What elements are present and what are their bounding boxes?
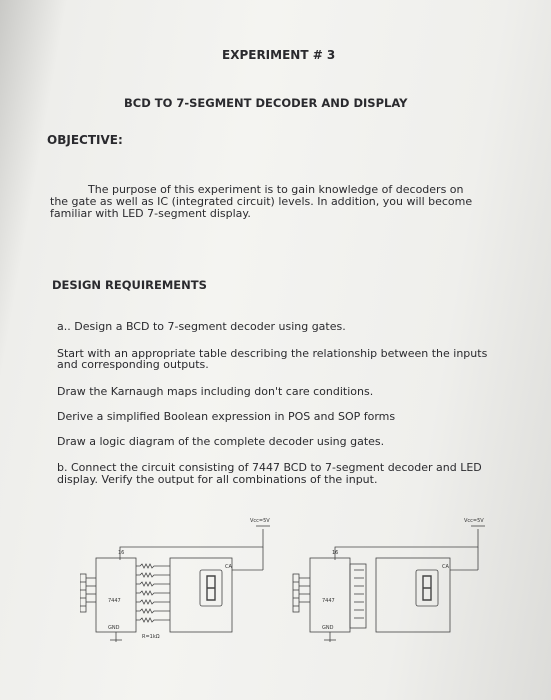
display-label-right: CA bbox=[442, 564, 449, 570]
requirement-line: Derive a simplified Boolean expression i… bbox=[57, 410, 396, 423]
requirement-line: display. Verify the output for all combi… bbox=[57, 473, 378, 486]
vcc-label-left: Vcc=5V bbox=[250, 518, 270, 524]
vcc-label-right: Vcc=5V bbox=[464, 518, 484, 524]
gnd-label-left: GND bbox=[108, 625, 120, 631]
requirement-line: Draw the Karnaugh maps including don't c… bbox=[57, 385, 374, 398]
display-label-left: CA bbox=[225, 564, 232, 570]
requirement-item-a: a.. Design a BCD to 7-segment decoder us… bbox=[57, 320, 346, 333]
requirement-line: and corresponding outputs. bbox=[57, 358, 209, 371]
circuit-right bbox=[292, 525, 485, 642]
objective-line: familiar with LED 7-segment display. bbox=[50, 207, 251, 220]
page-subtitle: BCD TO 7-SEGMENT DECODER AND DISPLAY bbox=[124, 96, 408, 110]
design-requirements-heading: DESIGN REQUIREMENTS bbox=[52, 278, 207, 292]
circuit-figure: Vcc=5V Vcc=5V 16 16 7447 7447 GND GND R=… bbox=[80, 518, 485, 642]
requirement-line: Draw a logic diagram of the complete dec… bbox=[57, 435, 385, 448]
pin-vcc-left: 16 bbox=[118, 550, 124, 556]
chip-label-left: 7447 bbox=[108, 598, 121, 604]
objective-line: The purpose of this experiment is to gai… bbox=[88, 183, 464, 196]
objective-line: the gate as well as IC (integrated circu… bbox=[50, 195, 473, 208]
requirement-line: Start with an appropriate table describi… bbox=[57, 347, 488, 360]
requirement-item-b: b. Connect the circuit consisting of 744… bbox=[57, 461, 482, 474]
gnd-label-right: GND bbox=[322, 625, 334, 631]
resistor-label: R=1kΩ bbox=[142, 634, 160, 640]
objective-heading: OBJECTIVE: bbox=[47, 133, 123, 147]
pin-vcc-right: 16 bbox=[332, 550, 338, 556]
circuit-left bbox=[80, 525, 270, 642]
chip-label-right: 7447 bbox=[322, 598, 335, 604]
page-title: EXPERIMENT # 3 bbox=[222, 48, 336, 62]
